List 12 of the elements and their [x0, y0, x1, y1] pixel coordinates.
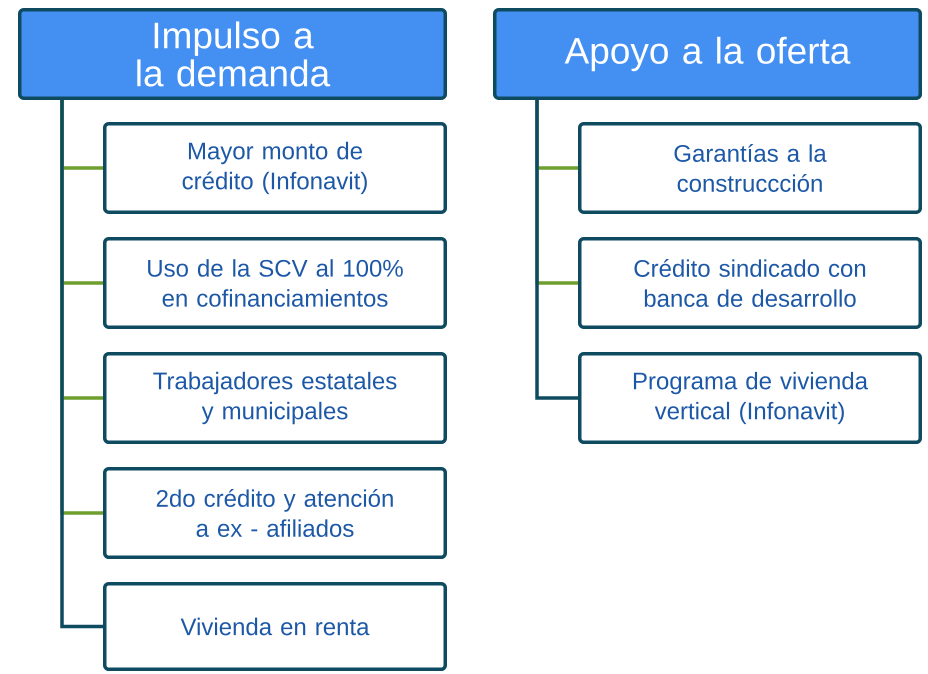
item-box: Vivienda en renta — [103, 582, 447, 671]
item-box: 2do crédito y atención a ex - afiliados — [103, 467, 447, 559]
heading-box: Apoyo a la oferta — [493, 8, 922, 100]
item-box: Uso de la SCV al 100% en cofinanciamientos — [103, 237, 447, 329]
item-box: Garantías a la construccción — [578, 122, 922, 214]
connector-line — [60, 100, 103, 628]
item-box: Programa de vivienda vertical (Infonavit) — [578, 352, 922, 444]
item-box: Trabajadores estatales y municipales — [103, 352, 447, 444]
item-box: Mayor monto de crédito (Infonavit) — [103, 122, 447, 214]
heading-box: Impulso a la demanda — [18, 8, 447, 100]
item-box: Crédito sindicado con banca de desarrollo — [578, 237, 922, 329]
connector-line — [535, 100, 578, 400]
